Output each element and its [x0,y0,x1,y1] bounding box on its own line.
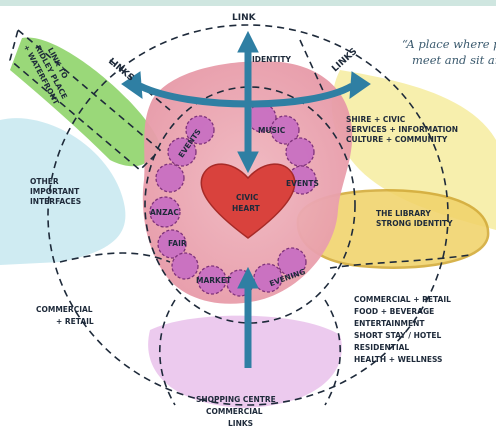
links-right-label: LINKS [330,47,359,75]
svg-text:FOOD + BEVERAGE: FOOD + BEVERAGE [354,307,434,316]
svg-text:COMMERCIAL: COMMERCIAL [36,305,93,314]
shopping-label: SHOPPING CENTRE COMMERCIAL LINKS [196,395,276,428]
link-top-label: LINK [232,13,257,23]
arrowhead-left [121,71,143,100]
arrowhead-up [237,30,259,53]
diagonal-divider-bl [59,252,171,263]
inner-dashed-ring [144,86,356,324]
svg-text:STRONG IDENTITY: STRONG IDENTITY [376,219,453,228]
svg-text:SERVICES + INFORMATION: SERVICES + INFORMATION [346,125,458,134]
outer-dashed-ring [47,24,449,406]
svg-text:RESIDENTIAL: RESIDENTIAL [354,343,409,352]
heart-line-2: HEART [232,204,261,213]
svg-text:HEALTH + WELLNESS: HEALTH + WELLNESS [354,355,442,364]
commercial-right-label: COMMERCIAL + RETAIL FOOD + BEVERAGE ENTE… [354,295,451,364]
bottom-left-divider [158,299,176,406]
svg-text:LINKS: LINKS [228,419,253,428]
yellow-zone-right [331,70,496,230]
quote-line-2: meet and sit ar [412,53,496,67]
civic-heart-shape [200,163,296,239]
svg-text:COMMERCIAL + RETAIL: COMMERCIAL + RETAIL [354,295,451,304]
svg-text:CULTURE + COMMUNITY: CULTURE + COMMUNITY [346,135,448,144]
fair-label: FAIR [168,239,187,248]
heart-line-1: CIVIC [236,193,259,202]
svg-text:ENTERTAINMENT: ENTERTAINMENT [354,319,425,328]
svg-text:IMPORTANT: IMPORTANT [30,187,80,196]
arrows [121,30,371,368]
svg-text:SHOPPING CENTRE: SHOPPING CENTRE [196,395,276,404]
diagonal-divider-tr [299,39,326,96]
curved-arrow [138,82,354,108]
library-label: THE LIBRARY STRONG IDENTITY [376,209,453,228]
arrowhead-down-lower [237,266,259,289]
svg-text:OTHER: OTHER [30,177,59,186]
shire-label: SHIRE + CIVIC SERVICES + INFORMATION CUL… [346,115,458,144]
svg-text:+ RETAIL: + RETAIL [56,317,94,326]
svg-text:THE LIBRARY: THE LIBRARY [376,209,431,218]
other-interfaces-label: OTHER IMPORTANT INTERFACES [30,177,81,206]
events-right-label: EVENTS [286,179,319,188]
commercial-left-label: COMMERCIAL + RETAIL [36,305,94,326]
dashed-rings [9,24,471,406]
quote-line-1: “A place where p [402,37,496,51]
bottom-right-divider [324,299,342,406]
blue-zone-left [0,118,126,265]
arrowhead-right [349,71,371,100]
market-label: MARKET [196,276,232,285]
svg-text:INTERFACES: INTERFACES [30,197,81,206]
svg-text:COMMERCIAL: COMMERCIAL [206,407,263,416]
svg-text:SHIRE + CIVIC: SHIRE + CIVIC [346,115,406,124]
music-label: MUSIC [258,126,286,135]
svg-text:SHORT STAY / HOTEL: SHORT STAY / HOTEL [354,331,442,340]
diagonal-divider-br [329,254,471,269]
green-band [10,37,160,167]
header-strip [0,0,496,6]
anzac-label: ANZAC [150,208,179,217]
arrowhead-down-center [237,151,259,174]
event-circles [149,103,317,297]
ridley-outline [9,28,162,172]
identity-label: IDENTITY [252,55,291,64]
